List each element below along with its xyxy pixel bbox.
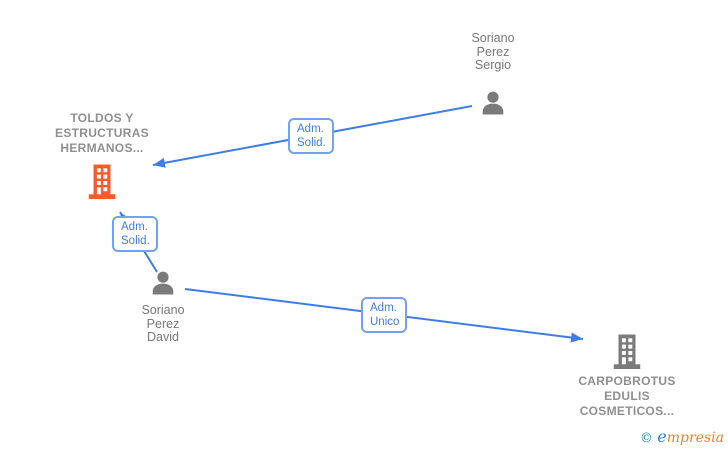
person-name-line: Sergio [474, 58, 512, 72]
edge-label-line: Solid. [121, 235, 150, 247]
edge-label-line: Adm. [370, 302, 397, 314]
company-name-line: CARPOBROTUS [578, 374, 676, 388]
empresia-watermark: © empresia [640, 427, 724, 446]
company-name-line: EDULIS [604, 389, 650, 403]
company-building-icon-orange[interactable] [85, 163, 119, 201]
node-label-soriano-perez-david[interactable]: Soriano Perez David [103, 303, 223, 345]
company-name-line: TOLDOS Y [70, 111, 134, 125]
watermark-brand-initial: e [657, 427, 667, 446]
company-name-line: COSMETICOS... [579, 404, 675, 418]
copyright-icon: © [639, 431, 653, 446]
company-name-line: HERMANOS... [60, 141, 144, 155]
person-icon[interactable] [148, 269, 178, 299]
person-name-line: Soriano [141, 303, 185, 317]
edge-label-line: Unico [370, 316, 400, 328]
person-icon[interactable] [478, 89, 508, 119]
person-name-line: David [147, 330, 179, 344]
person-name-line: Soriano [471, 31, 515, 45]
edge-label-adm-solid-sergio: Adm. Solid. [288, 118, 334, 154]
edge-label-line: Adm. [121, 221, 148, 233]
node-label-soriano-perez-sergio[interactable]: Soriano Perez Sergio [433, 31, 553, 73]
edge-label-line: Solid. [297, 137, 326, 149]
edge-label-adm-solid-david: Adm. Solid. [112, 216, 158, 252]
person-name-line: Perez [476, 44, 510, 59]
company-building-icon-gray[interactable] [610, 333, 644, 371]
edge-label-adm-unico: Adm. Unico [361, 297, 408, 333]
person-name-line: Perez [146, 316, 180, 331]
edge-label-line: Adm. [297, 123, 324, 135]
watermark-brand-rest: mpresia [666, 430, 724, 446]
node-label-carpobrotus-edulis-cosmeticos[interactable]: CARPOBROTUS EDULIS COSMETICOS... [564, 374, 690, 419]
node-label-toldos-y-estructuras-hermanos[interactable]: TOLDOS Y ESTRUCTURAS HERMANOS... [40, 111, 164, 156]
company-name-line: ESTRUCTURAS [55, 126, 149, 140]
